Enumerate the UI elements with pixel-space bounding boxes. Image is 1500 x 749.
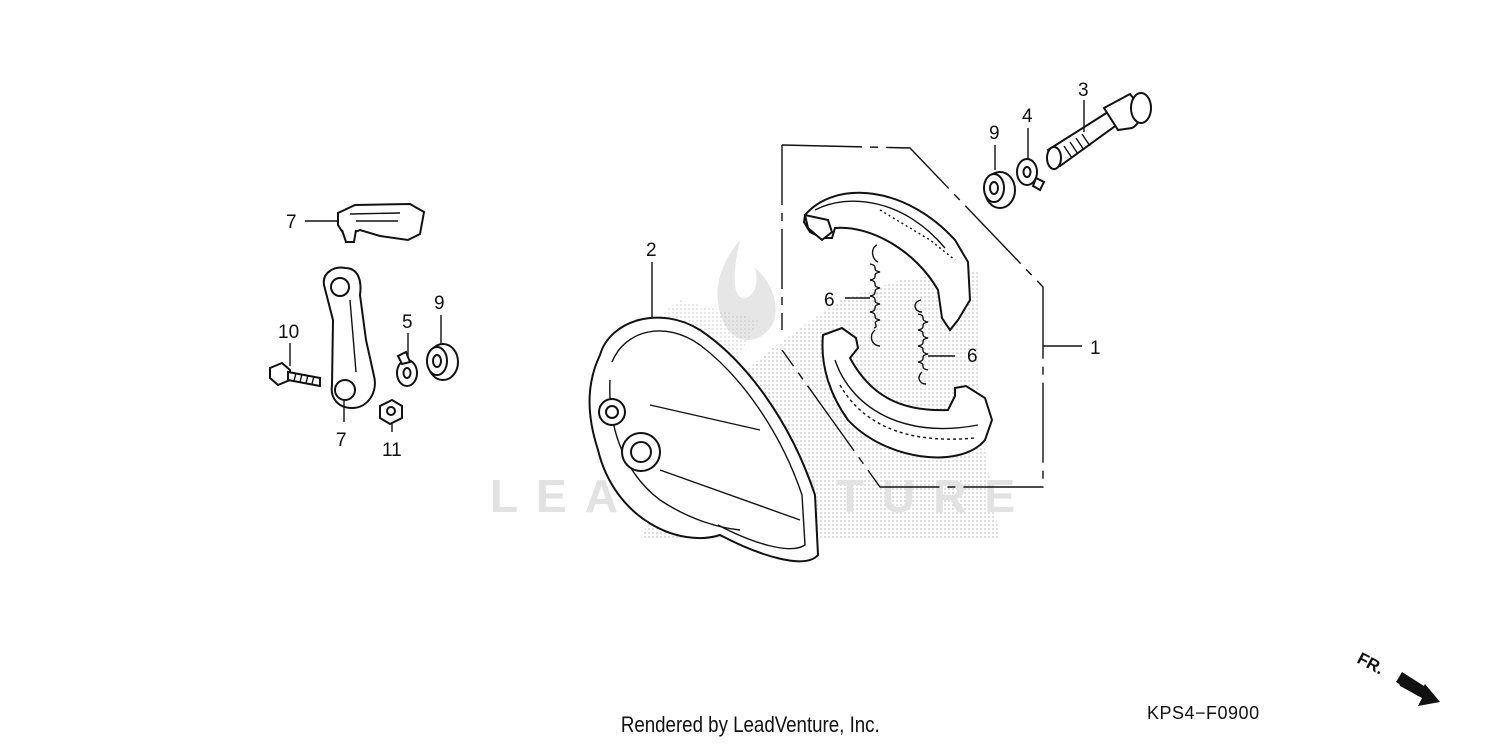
- part-3-brake-cam[interactable]: [1046, 92, 1152, 170]
- part-4-washer[interactable]: [1016, 158, 1046, 192]
- part-9-bearing-right[interactable]: [983, 171, 1016, 209]
- callout-4: 4: [1022, 106, 1033, 127]
- callout-6-lower: 6: [967, 346, 978, 367]
- part-5-washer[interactable]: [396, 350, 418, 387]
- callout-6-upper: 6: [824, 290, 835, 311]
- leader-lines: [289, 100, 1085, 432]
- part-1-brake-shoe-upper[interactable]: [802, 191, 972, 332]
- part-8-lever-cover[interactable]: [337, 202, 426, 243]
- arrow-right-icon: [1396, 672, 1440, 706]
- part-10-bolt[interactable]: [269, 361, 321, 388]
- callout-9-right: 9: [989, 123, 1000, 144]
- fr-label: FR.: [1354, 649, 1387, 679]
- callout-1: 1: [1090, 338, 1101, 359]
- callout-2: 2: [646, 240, 657, 261]
- part-1-group-bracket: [781, 144, 1082, 488]
- callout-5: 5: [402, 312, 413, 333]
- callouts: 7 10 7 5 9 11 2 6 6 9 4 3 1: [278, 80, 1101, 461]
- callout-9-left: 9: [434, 293, 445, 314]
- part-6-spring-right[interactable]: [914, 299, 929, 385]
- part-6-spring-left[interactable]: [869, 244, 881, 347]
- footer-credit: Rendered by LeadVenture, Inc.: [0, 712, 1500, 738]
- part-1-brake-shoe-lower[interactable]: [821, 326, 994, 459]
- diagram-code: KPS4−F0900: [1147, 703, 1260, 723]
- callout-3: 3: [1078, 80, 1089, 101]
- callout-10: 10: [278, 322, 299, 343]
- part-2-brake-panel[interactable]: [588, 316, 820, 563]
- part-9-bearing-left[interactable]: [426, 343, 459, 381]
- callout-7: 7: [336, 430, 347, 451]
- part-7-brake-arm[interactable]: [322, 266, 376, 410]
- part-11-nut[interactable]: [379, 398, 403, 426]
- callout-8: 7: [286, 212, 297, 233]
- callout-11: 11: [382, 440, 402, 461]
- footer-text: Rendered by LeadVenture, Inc.: [620, 712, 880, 737]
- front-direction-marker: FR.: [1354, 649, 1440, 706]
